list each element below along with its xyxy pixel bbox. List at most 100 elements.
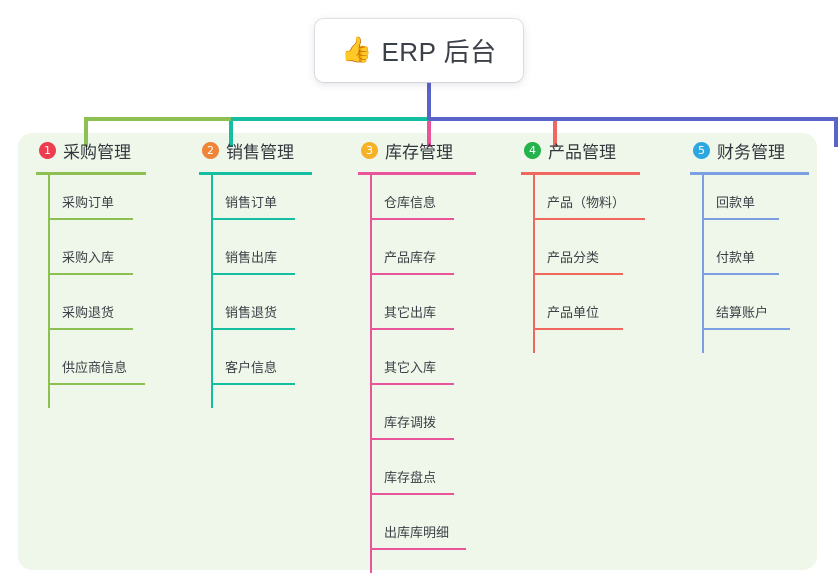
branch-child-item[interactable]: 仓库信息 (358, 188, 454, 243)
branch-header-1[interactable]: 1 采购管理 (36, 133, 131, 167)
branch-child-rule (702, 218, 779, 220)
branch-child-label: 付款单 (716, 250, 756, 265)
branch-child-item[interactable]: 库存调拨 (358, 408, 454, 463)
drop-connector-5 (834, 117, 838, 147)
branch-header-rule (690, 172, 809, 175)
branch-title: 采购管理 (63, 142, 131, 162)
branch-child-item[interactable]: 付款单 (690, 243, 785, 298)
branch-spine (370, 174, 372, 573)
branch-child-rule (211, 218, 295, 220)
bus-connector-teal (84, 117, 429, 121)
branch-child-item[interactable]: 出库库明细 (358, 518, 466, 573)
branch-child-item[interactable]: 产品单位 (521, 298, 623, 353)
drop-connector-1 (84, 117, 88, 147)
branch-header-4[interactable]: 4 产品管理 (521, 133, 616, 167)
branch-child-item[interactable]: 库存盘点 (358, 463, 454, 518)
branch-child-label: 产品（物料） (547, 195, 626, 210)
branch-child-label: 销售出库 (225, 250, 278, 265)
branch-child-label: 库存盘点 (384, 470, 437, 485)
root-node[interactable]: 👍 ERP 后台 (315, 19, 523, 82)
branch-child-label: 产品单位 (547, 305, 600, 320)
branch-spine (211, 174, 213, 408)
branch-child-item[interactable]: 其它出库 (358, 298, 454, 353)
branch-child-item[interactable]: 结算账户 (690, 298, 790, 353)
branch-children: 产品（物料） 产品分类产品单位 (521, 188, 645, 353)
branch-child-item[interactable]: 其它入库 (358, 353, 454, 408)
branch-child-label: 采购订单 (62, 195, 115, 210)
branch-child-label: 其它入库 (384, 360, 437, 375)
branch-spine (48, 174, 50, 408)
branch-number-badge: 3 (361, 141, 378, 159)
branch-child-label: 仓库信息 (384, 195, 437, 210)
root-node-title: ERP 后台 (381, 37, 497, 67)
bus-connector-blue (429, 117, 838, 121)
branch-child-rule (48, 218, 133, 220)
branch-child-item[interactable]: 供应商信息 (36, 353, 145, 408)
branch-children: 回款单付款单结算账户 (690, 188, 790, 353)
branch-child-rule (370, 328, 454, 330)
drop-connector-2 (229, 117, 233, 147)
branch-child-label: 销售退货 (225, 305, 278, 320)
branch-child-item[interactable]: 产品分类 (521, 243, 623, 298)
branch-child-label: 其它出库 (384, 305, 437, 320)
branch-title: 财务管理 (717, 142, 785, 162)
branch-children: 采购订单采购入库采购退货供应商信息 (36, 188, 145, 408)
branch-child-rule (533, 273, 623, 275)
branch-child-rule (211, 328, 295, 330)
branch-spine (702, 174, 704, 353)
branch-child-rule (370, 438, 454, 440)
branch-column-1: 1 采购管理采购订单采购入库采购退货供应商信息 (36, 133, 146, 408)
branch-child-label: 采购退货 (62, 305, 115, 320)
thumbs-up-icon: 👍 (341, 36, 373, 64)
branch-column-4: 4 产品管理产品（物料） 产品分类产品单位 (521, 133, 645, 353)
branch-child-item[interactable]: 采购订单 (36, 188, 133, 243)
branch-child-item[interactable]: 客户信息 (199, 353, 295, 408)
branch-child-item[interactable]: 销售订单 (199, 188, 295, 243)
branch-child-item[interactable]: 采购入库 (36, 243, 133, 298)
branch-child-item[interactable]: 采购退货 (36, 298, 133, 353)
branch-child-rule (533, 218, 645, 220)
branch-child-label: 销售订单 (225, 195, 278, 210)
branch-header-rule (358, 172, 476, 175)
drop-connector-4 (553, 117, 557, 147)
branch-child-item[interactable]: 产品（物料） (521, 188, 645, 243)
branch-number-badge: 1 (39, 141, 56, 159)
root-stem-connector (427, 82, 431, 120)
branch-header-rule (521, 172, 640, 175)
branch-child-rule (211, 383, 295, 385)
branch-child-label: 产品库存 (384, 250, 437, 265)
branch-child-label: 产品分类 (547, 250, 600, 265)
branch-child-rule (211, 273, 295, 275)
branch-child-rule (533, 328, 623, 330)
branch-number-badge: 2 (202, 141, 219, 159)
branch-spine (533, 174, 535, 353)
branch-child-rule (702, 328, 790, 330)
branch-child-item[interactable]: 销售出库 (199, 243, 295, 298)
branch-child-label: 客户信息 (225, 360, 278, 375)
branch-number-badge: 4 (524, 141, 541, 159)
branch-child-label: 供应商信息 (62, 360, 128, 375)
branch-child-rule (370, 548, 466, 550)
branches-background-panel (18, 133, 817, 570)
branch-child-rule (48, 383, 145, 385)
branch-child-item[interactable]: 销售退货 (199, 298, 295, 353)
branch-child-label: 回款单 (716, 195, 756, 210)
branch-child-rule (48, 328, 133, 330)
branch-child-label: 出库库明细 (384, 525, 450, 540)
branch-children: 仓库信息产品库存其它出库其它入库库存调拨库存盘点出库库明细 (358, 188, 466, 573)
branch-child-item[interactable]: 回款单 (690, 188, 785, 243)
branch-child-item[interactable]: 产品库存 (358, 243, 454, 298)
branch-child-rule (370, 383, 454, 385)
branch-child-rule (370, 273, 454, 275)
drop-connector-3 (427, 117, 431, 147)
bus-connector-green (84, 117, 231, 121)
branch-child-label: 采购入库 (62, 250, 115, 265)
branch-title: 产品管理 (548, 142, 616, 162)
branch-child-label: 结算账户 (716, 305, 769, 320)
